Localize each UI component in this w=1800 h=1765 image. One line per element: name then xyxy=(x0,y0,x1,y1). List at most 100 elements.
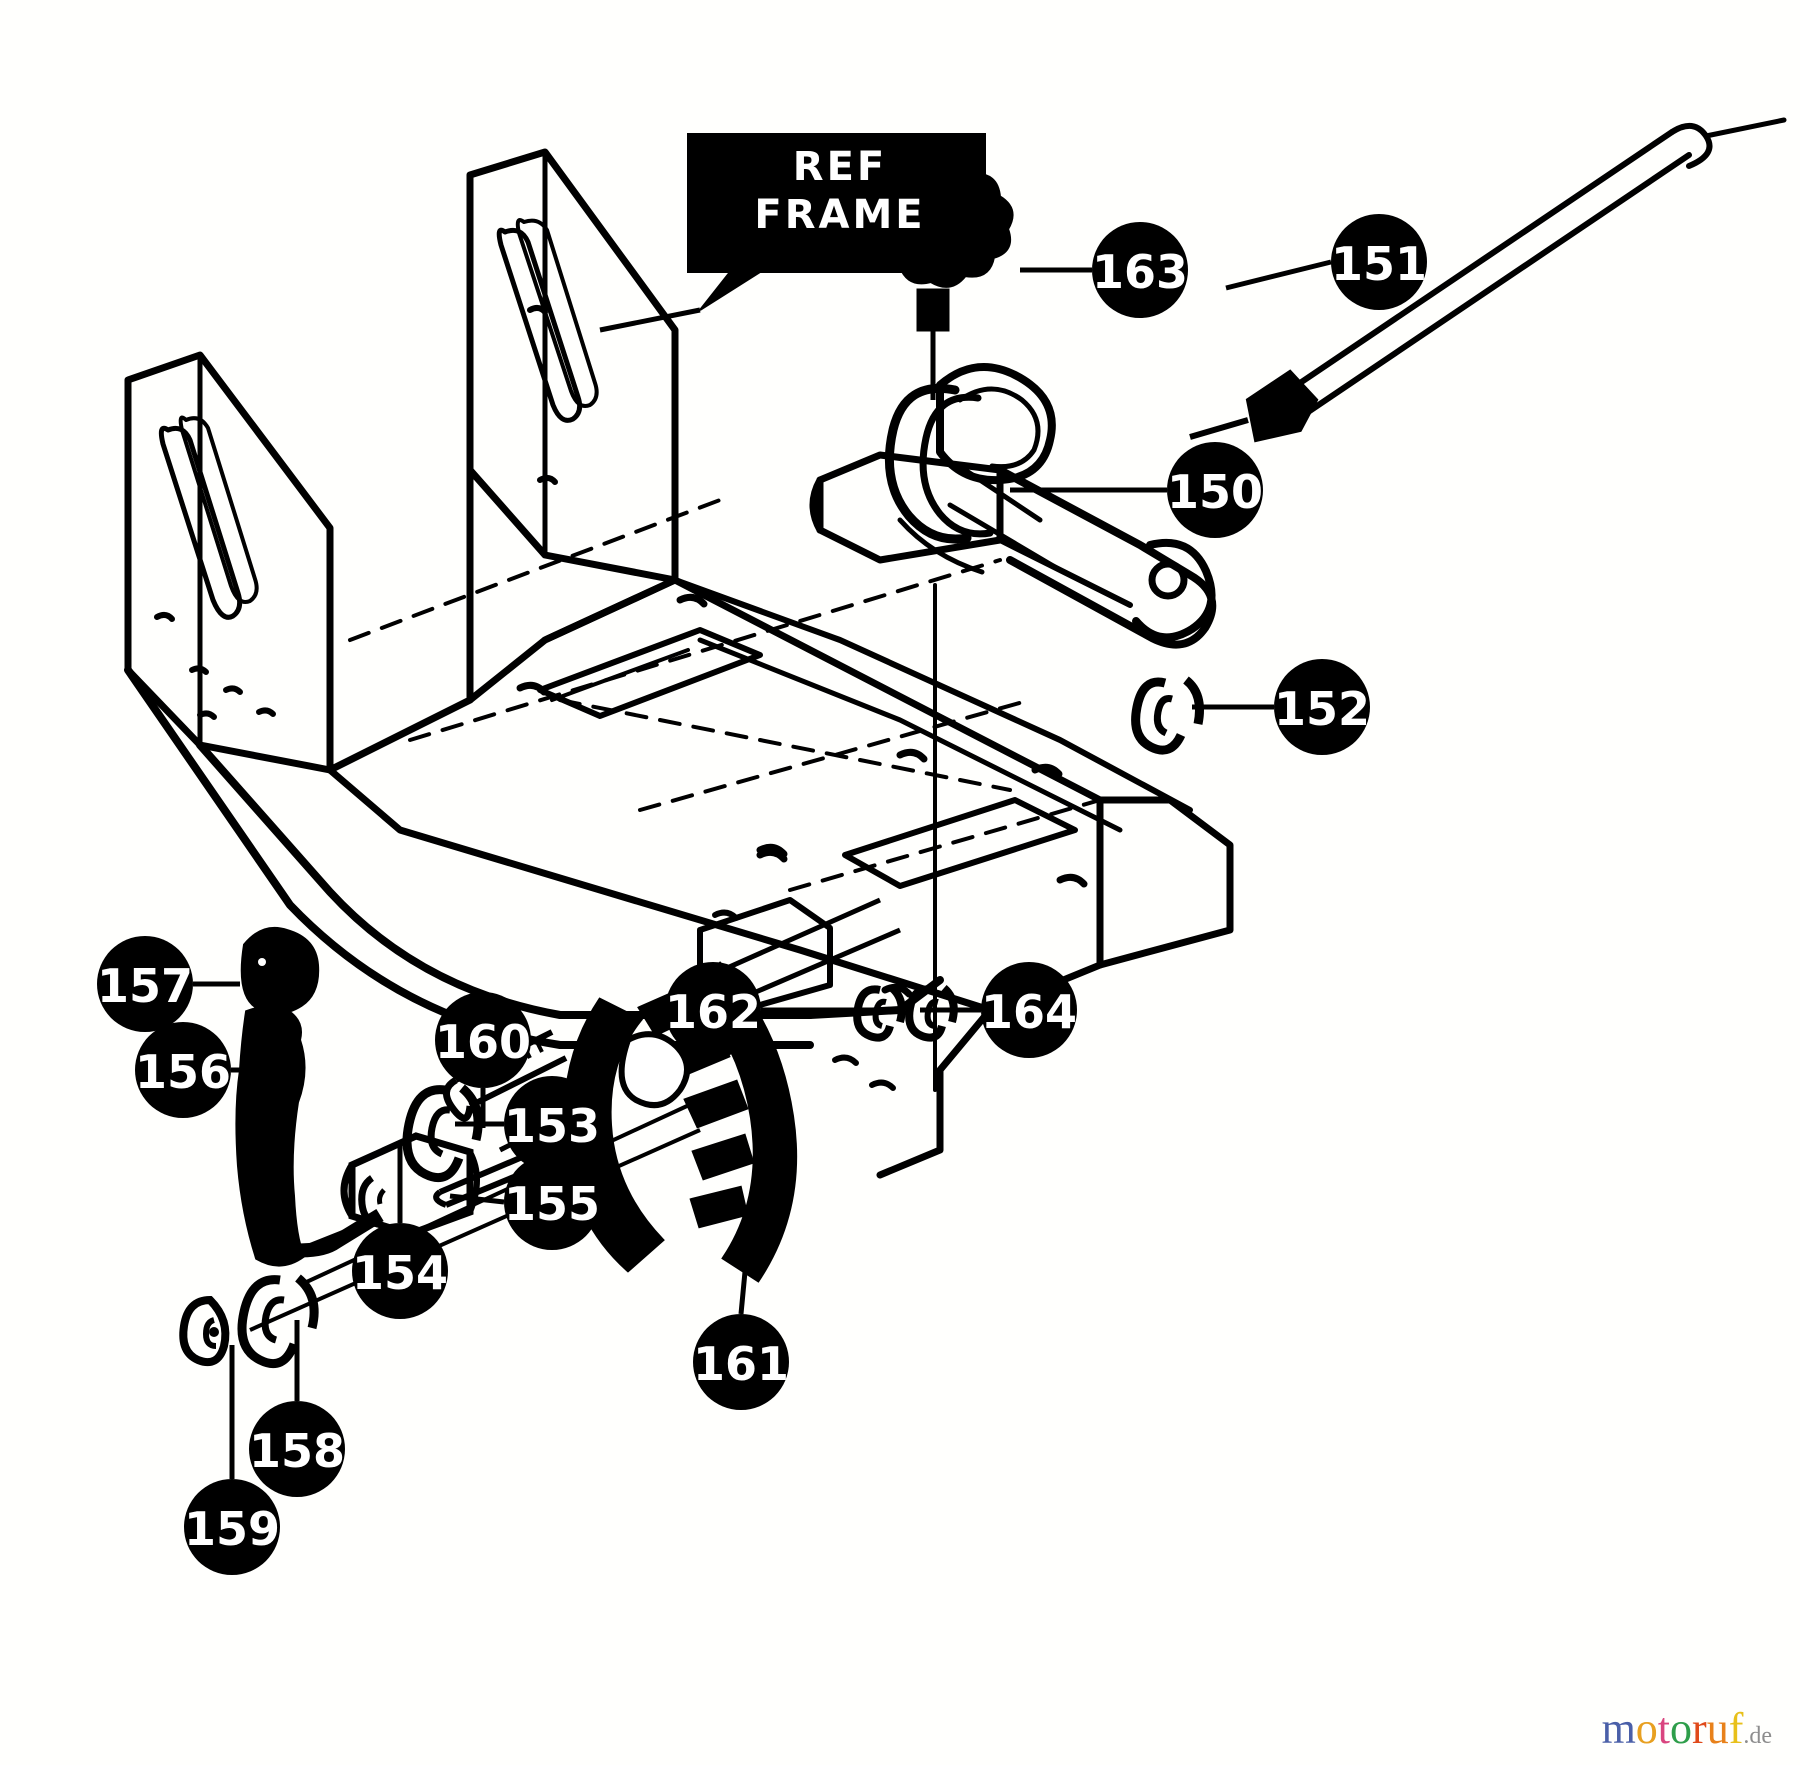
part-154-bore-inner xyxy=(377,1188,386,1205)
part-158-outer xyxy=(237,1275,299,1368)
part-156-lever-foot xyxy=(291,1209,384,1258)
callout-label-162: 162 xyxy=(665,985,761,1039)
frame-tab-hole-1 xyxy=(756,843,788,858)
part-150-arm-underside xyxy=(997,537,1133,608)
callout-161[interactable]: 161 xyxy=(693,1239,789,1410)
watermark-letter-1: o xyxy=(1635,1704,1658,1753)
callout-leader-155 xyxy=(449,1193,505,1205)
watermark-letter-6: f xyxy=(1728,1704,1744,1753)
part-150-swing-arm xyxy=(809,363,1217,649)
callout-bubble-157[interactable] xyxy=(97,936,193,1032)
part-164-fastener xyxy=(905,984,958,1042)
watermark-letter-4: r xyxy=(1692,1704,1707,1753)
part-150-rib-1 xyxy=(962,467,1043,523)
callout-bubble-153[interactable] xyxy=(504,1076,600,1172)
callout-157[interactable]: 157 xyxy=(97,936,240,1032)
callout-162[interactable]: 162 xyxy=(665,962,880,1058)
part-154-bore xyxy=(358,1175,379,1228)
part-163-knob-stem xyxy=(916,288,950,332)
frame-hole-g xyxy=(537,474,558,485)
part-160-shank-bottom xyxy=(468,1055,568,1109)
frame-hole-f xyxy=(527,304,548,315)
callout-bubble-163[interactable] xyxy=(1092,222,1188,318)
callout-bubble-154[interactable] xyxy=(352,1223,448,1319)
callout-155[interactable]: 155 xyxy=(449,1154,600,1250)
site-watermark: motoruf.de xyxy=(1602,1707,1772,1751)
part-152-rear-face xyxy=(1183,676,1204,725)
callout-bubble-156[interactable] xyxy=(135,1022,231,1118)
part-150-crossbar-cap xyxy=(809,476,824,534)
frame-hole-d xyxy=(197,710,217,720)
part-152-inner-ring xyxy=(1153,695,1173,737)
callout-151[interactable]: 151 xyxy=(1225,214,1427,310)
frame-lower-boss xyxy=(842,797,1078,889)
part-157-grip-dot xyxy=(258,958,266,966)
callout-bubble-159[interactable] xyxy=(184,1479,280,1575)
callout-160[interactable]: 160 xyxy=(435,992,531,1128)
callout-154[interactable]: 154 xyxy=(352,1146,448,1319)
part-150-hub-inner xyxy=(919,393,994,538)
callout-label-156: 156 xyxy=(135,1045,231,1099)
part-150-end-hole xyxy=(1148,560,1188,600)
callout-bubble-158[interactable] xyxy=(249,1401,345,1497)
part-157-grip xyxy=(240,926,320,1015)
callout-152[interactable]: 152 xyxy=(1192,659,1370,755)
frame-left-skirt-lower xyxy=(876,1006,994,1179)
part-161-center-boss xyxy=(618,1031,690,1109)
callout-bubble-151[interactable] xyxy=(1331,214,1427,310)
ref-frame-label: REF FRAME xyxy=(599,133,986,333)
callout-label-153: 153 xyxy=(504,1099,600,1153)
callout-158[interactable]: 158 xyxy=(249,1320,345,1497)
frame-deck-hole-3 xyxy=(896,748,928,763)
callout-bubble-160[interactable] xyxy=(435,992,531,1088)
frame-hole-c xyxy=(256,707,276,717)
part-153-inner xyxy=(427,1106,451,1158)
part-159-center-dot xyxy=(209,1327,219,1337)
frame-deck-dashes xyxy=(348,498,1102,892)
callout-bubble-161[interactable] xyxy=(693,1314,789,1410)
frame-hole-e xyxy=(154,611,175,622)
callout-150[interactable]: 150 xyxy=(1010,442,1263,538)
callout-label-164: 164 xyxy=(981,985,1077,1039)
assembly-axis-lower xyxy=(249,1128,701,1332)
part-164-outer xyxy=(905,985,946,1042)
part-153-outer xyxy=(402,1085,464,1182)
callout-bubble-150[interactable] xyxy=(1167,442,1263,538)
frame-deck-hole-5 xyxy=(756,848,788,863)
frame-left-slot xyxy=(158,425,243,620)
frame-deck-boss xyxy=(537,627,763,719)
callout-bubble-162[interactable] xyxy=(665,962,761,1058)
callout-label-152: 152 xyxy=(1274,682,1370,736)
part-150-knuckle-inner xyxy=(957,386,1041,470)
callout-163[interactable]: 163 xyxy=(1020,222,1188,318)
part-150-end-eye xyxy=(1132,538,1216,642)
frame-bottom-rail-left xyxy=(196,741,814,1019)
part-152-outer-ring xyxy=(1131,677,1186,755)
part-162-rear xyxy=(889,984,906,1024)
frame-deck-hole-9 xyxy=(869,1079,896,1091)
frame-assembly xyxy=(124,148,1234,1179)
callout-153[interactable]: 153 xyxy=(455,1076,600,1172)
frame-deck-hole-4 xyxy=(1031,763,1063,778)
ref-frame-label-line2: FRAME xyxy=(754,192,925,238)
callout-label-158: 158 xyxy=(249,1424,345,1478)
part-155-pin-head xyxy=(433,1189,448,1208)
callout-159[interactable]: 159 xyxy=(184,1345,280,1575)
part-152-bushing xyxy=(1131,676,1204,755)
callout-bubble-164[interactable] xyxy=(981,962,1077,1058)
part-151-rod xyxy=(1257,117,1787,436)
callout-156[interactable]: 156 xyxy=(135,1022,281,1118)
frame-hole-a xyxy=(189,665,209,675)
part-164-rear xyxy=(941,984,958,1024)
frame-right-skirt xyxy=(1096,796,1234,969)
frame-deck-hole-1 xyxy=(676,593,708,608)
callout-label-151: 151 xyxy=(1331,237,1427,291)
frame-deck-hole-8 xyxy=(832,1054,859,1066)
frame-deck-hole-6 xyxy=(1056,873,1088,888)
callout-bubble-152[interactable] xyxy=(1274,659,1370,755)
part-157-grip-body xyxy=(240,926,320,1015)
callout-bubble-155[interactable] xyxy=(504,1154,600,1250)
callout-label-157: 157 xyxy=(97,959,193,1013)
callout-164[interactable]: 164 xyxy=(920,962,1077,1058)
callout-leader-151 xyxy=(1225,259,1332,291)
